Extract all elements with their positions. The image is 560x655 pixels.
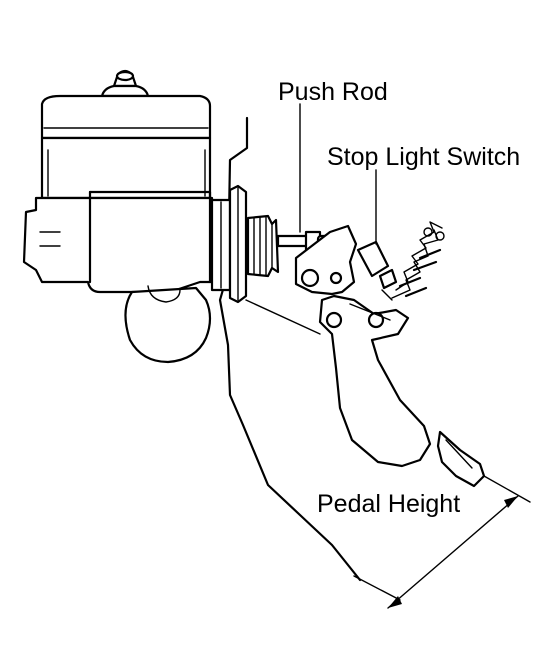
pedal-height-dimension	[353, 475, 531, 609]
booster-canister	[124, 285, 212, 364]
brake-booster-body	[22, 190, 232, 294]
return-spring	[391, 221, 445, 299]
push-rod-label: Push Rod	[278, 78, 388, 106]
brake-pedal-pad	[436, 430, 486, 488]
stop-light-switch-label: Stop Light Switch	[327, 143, 521, 171]
master-cylinder-reservoir	[40, 69, 212, 200]
brake-pedal-arm	[318, 294, 432, 468]
pedal-height-label: Pedal Height	[317, 490, 461, 518]
bracket-link-line	[245, 299, 321, 335]
stop-light-switch	[356, 240, 398, 301]
rubber-boot	[246, 214, 280, 278]
firewall-outline	[218, 116, 362, 582]
pedal-bracket	[294, 224, 358, 296]
